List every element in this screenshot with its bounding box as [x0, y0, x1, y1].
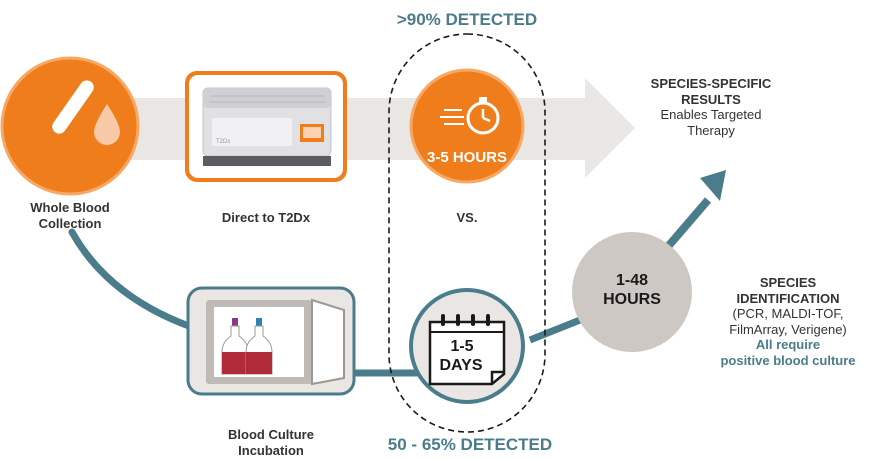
calendar-icon: [428, 314, 506, 386]
test-tube-drop-icon: [52, 80, 120, 145]
top-detection-rate: >90% DETECTED: [396, 10, 538, 29]
bottom-detection-rate: 50 - 65% DETECTED: [387, 435, 553, 454]
versus-label: VS.: [456, 210, 478, 225]
blood-culture-label: Blood Culture Incubation: [228, 427, 314, 458]
t2-time-node: [409, 68, 525, 184]
whole-blood-label: Whole Blood Collection: [30, 200, 110, 231]
t2dx-instrument-image: [202, 87, 332, 166]
culture-time-node: [409, 288, 525, 404]
identification-arrow: [661, 170, 726, 253]
device-brand: T2Dx: [216, 139, 230, 145]
main-flow-arrow: [70, 78, 635, 178]
comparison-capsule: [388, 33, 546, 433]
species-id-time-label: 1-48 HOURS: [603, 272, 661, 309]
species-results-label: SPECIES-SPECIFIC RESULTS Enables Targete…: [650, 76, 772, 138]
culture-path-arrow: [68, 228, 204, 334]
days-to-hours-connector: [528, 316, 582, 344]
culture-time-label: 1-5 DAYS: [439, 338, 483, 375]
t2-time-label: 3-5 HOURS: [426, 149, 508, 166]
species-identification-label: SPECIES IDENTIFICATION (PCR, MALDI-TOF, …: [720, 275, 856, 368]
stopwatch-icon: [440, 97, 500, 135]
species-id-time-node: [572, 232, 692, 352]
whole-blood-node: [0, 56, 140, 196]
direct-t2dx-label: Direct to T2Dx: [221, 210, 311, 225]
t2dx-instrument-node: T2Dx: [185, 71, 347, 182]
blood-culture-node: [186, 286, 356, 396]
incubator-bottles-icon: [206, 298, 345, 386]
